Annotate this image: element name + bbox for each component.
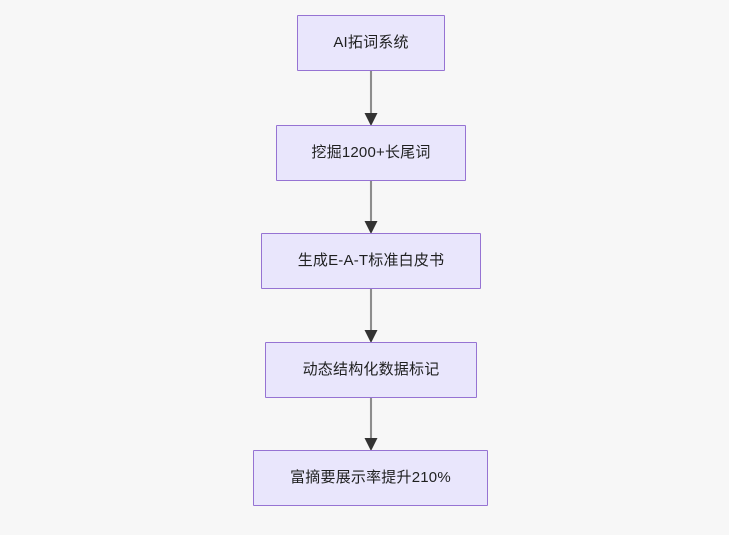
node-label: 生成E-A-T标准白皮书 [297,252,445,269]
edge-n3-n4 [364,287,378,343]
node-label: 挖掘1200+长尾词 [311,144,431,161]
flowchart-node-dynamic-structured-data-markup[interactable]: 动态结构化数据标记 [265,342,477,398]
arrowhead-icon [364,221,378,234]
flowchart-node-mine-longtail-keywords[interactable]: 挖掘1200+长尾词 [276,125,466,181]
node-label: AI拓词系统 [333,34,409,51]
flowchart-node-generate-eat-whitepaper[interactable]: 生成E-A-T标准白皮书 [261,233,481,289]
arrowhead-icon [364,438,378,451]
flowchart-node-rich-snippet-impression-lift[interactable]: 富摘要展示率提升210% [253,450,488,506]
edge-n1-n2 [364,69,378,126]
node-label: 富摘要展示率提升210% [290,469,451,486]
arrowhead-icon [364,113,378,126]
edge-n2-n3 [364,179,378,234]
arrowhead-icon [364,330,378,343]
node-label: 动态结构化数据标记 [302,361,440,378]
edge-n4-n5 [364,396,378,451]
flowchart-node-ai-keyword-system[interactable]: AI拓词系统 [297,15,445,71]
